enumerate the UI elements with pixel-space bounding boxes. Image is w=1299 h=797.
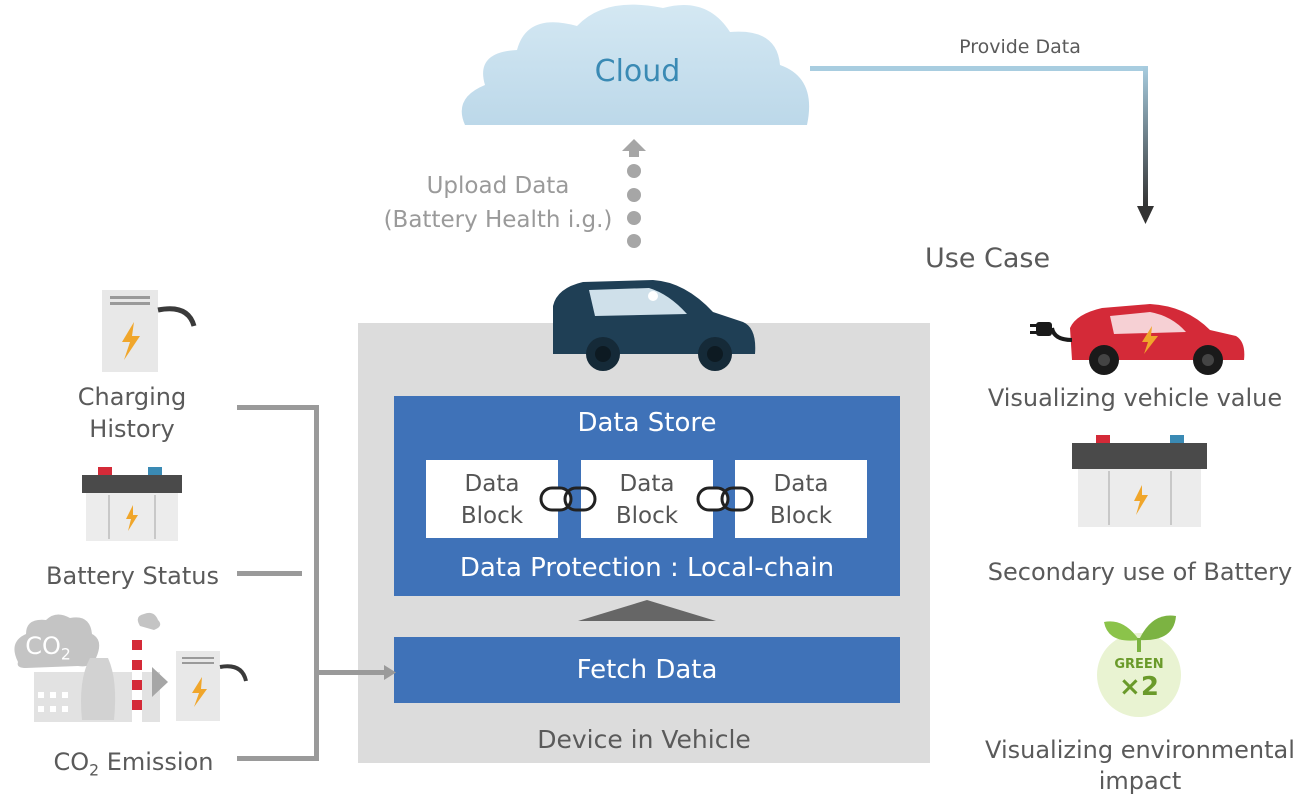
use-case-secondary-battery-label: Secondary use of Battery <box>987 558 1293 586</box>
provide-data-label: Provide Data <box>959 36 1081 58</box>
data-block: Data Block <box>735 460 867 538</box>
green-badge-main-text: ×2 <box>1119 672 1159 702</box>
co2-cloud-label: CO2 <box>25 632 71 664</box>
input-bracket-lines <box>237 405 396 761</box>
up-arrow-icon <box>622 139 646 157</box>
charging-history-line2: History <box>89 415 175 443</box>
factory-icon <box>14 612 161 722</box>
charging-station-icon <box>102 290 197 372</box>
data-store-title: Data Store <box>577 408 717 438</box>
upload-label-line1: Upload Data <box>426 173 570 199</box>
data-protection-label: Data Protection : Local-chain <box>459 553 835 583</box>
data-block-line1: Data <box>773 471 829 497</box>
charging-station-small-icon <box>176 651 248 721</box>
battery-icon <box>82 467 182 541</box>
use-case-vehicle-value-label: Visualizing vehicle value <box>987 384 1283 412</box>
cloud-shape <box>461 4 810 126</box>
green-badge-top-text: GREEN <box>1114 657 1164 672</box>
vehicle-car-icon <box>553 280 756 371</box>
data-block-line2: Block <box>615 503 679 529</box>
data-block-line2: Block <box>460 503 524 529</box>
data-block: Data Block <box>581 460 713 538</box>
up-triangle-icon <box>578 600 716 621</box>
cloud-label: Cloud <box>594 54 681 89</box>
use-case-environment-line2: impact <box>1098 767 1182 795</box>
data-block: Data Block <box>426 460 558 538</box>
use-case-title: Use Case <box>925 243 1051 274</box>
upload-dot <box>627 164 641 178</box>
fetch-data-box <box>394 637 900 703</box>
green-badge-icon <box>1097 615 1181 717</box>
use-case-environment-line1: Visualizing environmental <box>985 736 1295 764</box>
battery-status-label: Battery Status <box>46 562 219 590</box>
data-block-line2: Block <box>769 503 833 529</box>
upload-dot <box>627 211 641 225</box>
ev-car-icon <box>1030 304 1245 375</box>
upload-dot <box>627 234 641 248</box>
chain-link-icon <box>539 486 597 512</box>
provide-data-arrow <box>810 66 1154 224</box>
data-block-line1: Data <box>619 471 675 497</box>
battery-large-icon <box>1072 435 1207 527</box>
upload-dot <box>627 188 641 202</box>
data-block-line1: Data <box>464 471 520 497</box>
upload-label-line2: (Battery Health i.g.) <box>383 207 613 233</box>
charging-history-line1: Charging <box>77 383 187 411</box>
fetch-data-label: Fetch Data <box>576 655 718 685</box>
co2-emission-label: CO2 Emission <box>53 748 214 780</box>
chevron-right-icon <box>152 667 168 697</box>
device-label: Device in Vehicle <box>537 725 751 754</box>
chain-link-icon <box>696 486 754 512</box>
